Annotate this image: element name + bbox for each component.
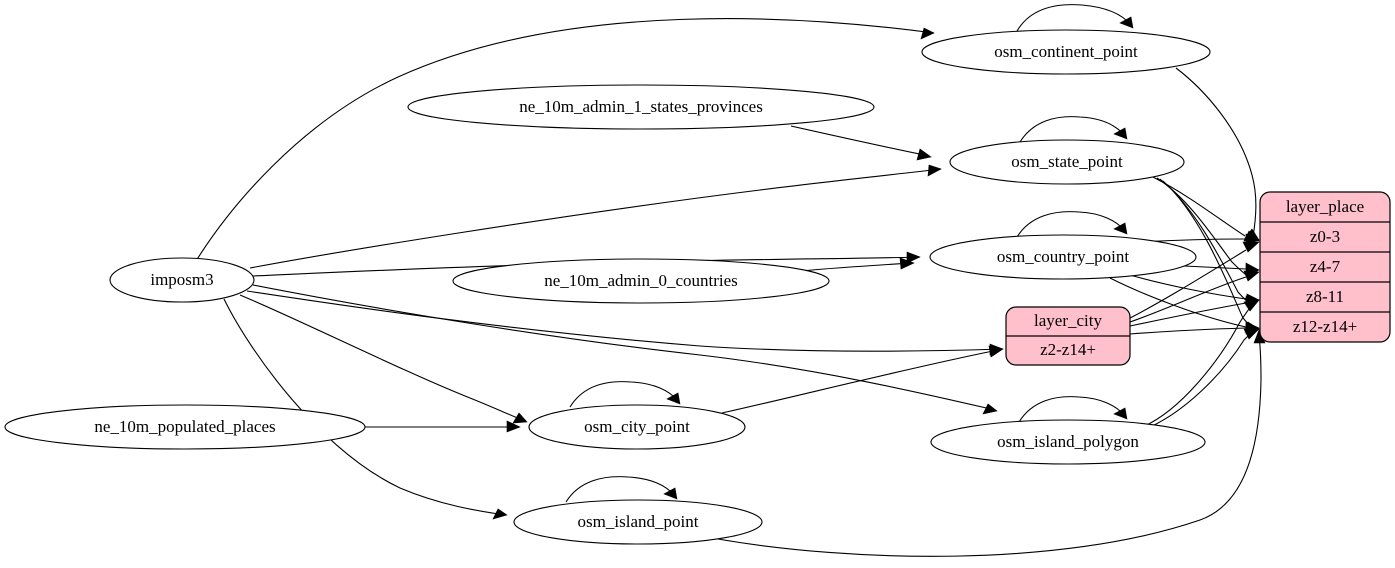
arrowhead-layer-city-layer-place-a (1242, 241, 1260, 253)
record-node-layer: layer_city z2-z14+ layer_place z0-3 z4-7… (1005, 191, 1391, 366)
ne-countries-label: ne_10m_admin_0_countries (544, 271, 738, 290)
edge-self-loop-osm-island-point (565, 476, 676, 503)
node-layer-city[interactable]: layer_city z2-z14+ (1005, 306, 1131, 366)
osm-continent-point-ellipse[interactable] (921, 29, 1211, 75)
node-ne-10m-admin-1-states-provinces[interactable]: ne_10m_admin_1_states_provinces (407, 84, 875, 130)
edge-layer-city-to-layer-place-z4-7 (1129, 276, 1247, 323)
layer-city-row-0[interactable]: z2-z14+ (1040, 340, 1096, 359)
edge-imposm3-to-layer-city (246, 290, 1004, 352)
arrowhead-imposm3-osm-continent-point (920, 27, 935, 40)
arrowhead-self-loop-osm-state-point (1113, 127, 1128, 140)
arrowhead-imposm3-osm-city-point (512, 412, 528, 424)
arrowhead-ne-countries-osm-country-point (899, 257, 915, 270)
edge-ne-states-to-osm-state-point (790, 125, 930, 157)
edge-osm-city-point-to-layer-city (721, 350, 994, 414)
edge-osm-island-point-to-layer-place-z12 (717, 335, 1262, 557)
node-osm-island-point[interactable]: osm_island_point (513, 499, 763, 545)
edge-osm-country-point-to-layer-place-z8-11 (1129, 274, 1247, 300)
arrowhead-layer-city-layer-place-b (1243, 270, 1260, 282)
edge-osm-island-polygon-to-layer-place-z8-11 (1139, 303, 1254, 429)
layer-place-row-0[interactable]: z0-3 (1310, 227, 1340, 246)
edge-layer-city-to-layer-place-z0-3 (1129, 249, 1247, 319)
edge-layer-city-to-layer-place-z8-11 (1129, 302, 1247, 327)
edge-self-loop-osm-city-point (569, 381, 679, 408)
ne-places-label: ne_10m_populated_places (94, 417, 275, 436)
imposm3-label: imposm3 (150, 270, 213, 289)
arrowhead-imposm3-osm-state-point (927, 164, 942, 177)
node-osm-country-point[interactable]: osm_country_point (929, 234, 1197, 280)
node-osm-island-polygon[interactable]: osm_island_polygon (930, 419, 1206, 465)
osm-city-point-ellipse[interactable] (528, 404, 746, 450)
edge-self-loop-osm-state-point (1019, 116, 1126, 143)
arrowhead-osm-island-polygon-layer-place-b (1243, 328, 1260, 340)
node-osm-state-point[interactable]: osm_state_point (949, 139, 1185, 185)
arrowhead-self-loop-osm-island-polygon (1113, 407, 1128, 420)
arrowhead-self-loop-osm-city-point (666, 392, 681, 405)
arrowhead-self-loop-osm-island-point (663, 487, 678, 500)
edge-layer (195, 4, 1266, 557)
node-ne-10m-admin-0-countries[interactable]: ne_10m_admin_0_countries (452, 258, 830, 304)
arrowhead-self-loop-osm-continent-point (1119, 16, 1134, 29)
layer-city-title: layer_city (1034, 311, 1102, 330)
layer-place-box[interactable] (1259, 191, 1391, 343)
ne-states-label: ne_10m_admin_1_states_provinces (519, 97, 763, 116)
imposm3-ellipse[interactable] (109, 257, 255, 303)
arrowhead-imposm3-osm-island-polygon (982, 403, 998, 415)
node-osm-continent-point[interactable]: osm_continent_point (921, 29, 1211, 75)
ne-places-ellipse[interactable] (4, 404, 366, 450)
edge-imposm3-to-osm-island-polygon (252, 284, 996, 411)
node-layer-place[interactable]: layer_place z0-3 z4-7 z8-11 z12-z14+ (1259, 191, 1391, 343)
osm-country-point-label: osm_country_point (997, 247, 1129, 266)
edge-ne-countries-to-osm-country-point (799, 262, 913, 272)
osm-city-point-label: osm_city_point (584, 417, 690, 436)
edge-osm-continent-point-to-layer-place-z0-3 (1175, 67, 1257, 238)
osm-state-point-label: osm_state_point (1011, 152, 1123, 171)
arrowhead-osm-city-point-layer-city (988, 345, 1004, 358)
osm-island-point-label: osm_island_point (578, 512, 699, 531)
osm-state-point-ellipse[interactable] (949, 139, 1185, 185)
layer-place-row-2[interactable]: z8-11 (1306, 287, 1344, 306)
node-layer: imposm3 ne_10m_admin_1_states_provinces … (4, 29, 1211, 545)
edge-osm-island-polygon-to-layer-place-z12 (1142, 329, 1257, 431)
edge-imposm3-to-osm-continent-point (195, 18, 935, 262)
osm-island-point-ellipse[interactable] (513, 499, 763, 545)
arrowhead-self-loop-osm-country-point (1113, 222, 1128, 235)
edge-self-loop-osm-island-polygon (1018, 396, 1126, 423)
edge-imposm3-to-osm-city-point (239, 294, 526, 422)
ne-states-ellipse[interactable] (407, 84, 875, 130)
layer-place-row-1[interactable]: z4-7 (1310, 257, 1341, 276)
osm-continent-point-label: osm_continent_point (994, 42, 1138, 61)
edge-imposm3-to-osm-island-point (223, 298, 506, 516)
edge-self-loop-osm-continent-point (1016, 4, 1132, 32)
osm-island-polygon-ellipse[interactable] (930, 419, 1206, 465)
edge-osm-state-point-to-layer-place-z8-11 (1159, 178, 1254, 307)
layer-place-title: layer_place (1286, 197, 1364, 216)
osm-island-polygon-label: osm_island_polygon (997, 432, 1139, 451)
edge-imposm3-to-osm-state-point (249, 168, 942, 269)
arrowhead-osm-island-polygon-layer-place-a (1243, 299, 1260, 312)
layer-place-row-3[interactable]: z12-z14+ (1293, 317, 1357, 336)
arrowhead-imposm3-osm-island-point (492, 508, 508, 520)
node-imposm3[interactable]: imposm3 (109, 257, 255, 303)
edge-layer-city-to-layer-place-z12 (1129, 327, 1247, 335)
node-ne-10m-populated-places[interactable]: ne_10m_populated_places (4, 404, 366, 450)
node-osm-city-point[interactable]: osm_city_point (528, 404, 746, 450)
arrowhead-ne-places-osm-city-point (506, 420, 521, 433)
arrowhead-imposm3-osm-country-point (906, 251, 921, 264)
osm-country-point-ellipse[interactable] (929, 234, 1197, 280)
edge-osm-country-point-to-layer-place-z12 (1109, 277, 1247, 328)
ne-countries-ellipse[interactable] (452, 258, 830, 304)
edge-self-loop-osm-country-point (1016, 211, 1126, 238)
arrowhead-ne-states-osm-state-point (916, 148, 932, 161)
